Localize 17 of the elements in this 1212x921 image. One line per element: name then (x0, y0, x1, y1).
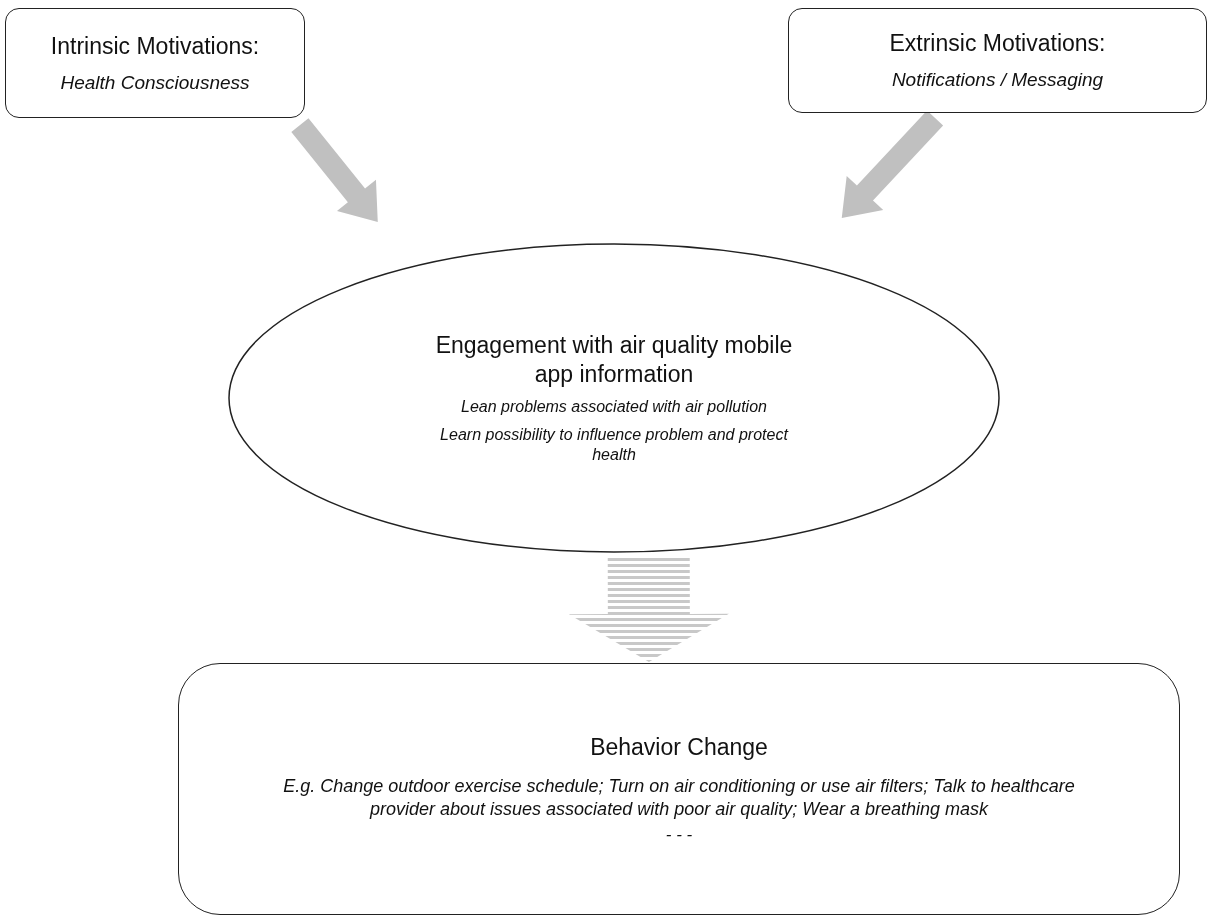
body-text: Health Consciousness (60, 70, 250, 95)
heading-text: Behavior Change (590, 732, 768, 762)
body-text: Lean problems associated with air pollution (461, 396, 767, 417)
process-ellipse (228, 243, 1000, 553)
heading-text: Engagement with air quality mobile app information (434, 331, 794, 389)
body-text: Notifications / Messaging (891, 68, 1104, 92)
process-box (178, 663, 1180, 915)
block-arrow (291, 118, 378, 222)
body-text: E.g. Change outdoor exercise schedule; Turn on air conditioning or use air filters; Talk to healthcare provider about issues associated with poor air quality; Wear a breathing mask (282, 775, 1076, 821)
process-box (5, 8, 305, 118)
block-arrow (841, 110, 944, 218)
heading-text: Extrinsic Motivations: (889, 29, 1106, 58)
process-box (788, 8, 1207, 113)
heading-text: Intrinsic Motivations: (50, 31, 260, 61)
body-text: Learn possibility to influence problem and protect health (439, 424, 790, 465)
ellipsis-text: - - - (665, 824, 693, 846)
block-arrow (568, 556, 729, 662)
